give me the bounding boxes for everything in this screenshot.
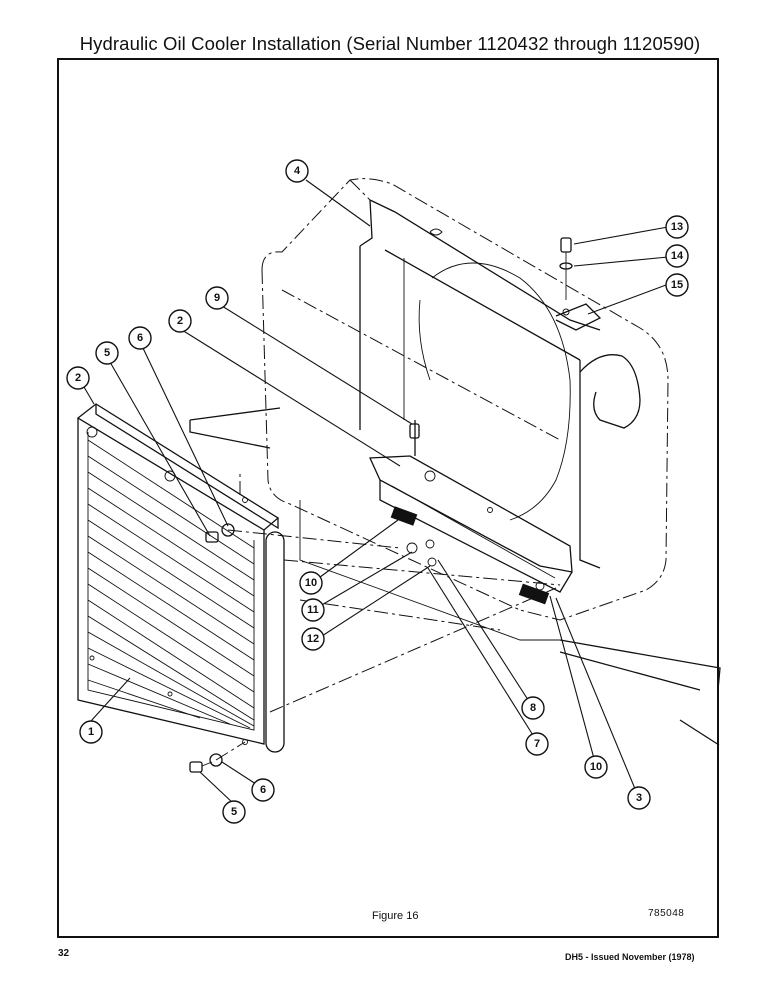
svg-text:10: 10	[590, 761, 602, 773]
svg-text:9: 9	[214, 292, 220, 304]
figure-caption: Figure 16	[372, 910, 419, 922]
issue-text: DH5 - Issued November (1978)	[565, 952, 695, 962]
callout-8: 8	[521, 696, 545, 720]
callout-10-left: 10	[299, 571, 323, 595]
callout-12: 12	[301, 627, 325, 651]
callout-7: 7	[525, 732, 549, 756]
svg-text:5: 5	[104, 347, 110, 359]
callout-15: 15	[665, 273, 689, 297]
mounting-bracket	[369, 420, 573, 605]
svg-text:6: 6	[260, 784, 266, 796]
oil-cooler-core	[76, 403, 285, 773]
svg-text:2: 2	[177, 315, 183, 327]
callout-5-lower: 5	[222, 800, 246, 824]
callout-2-left: 2	[66, 366, 90, 390]
drawing-number: 785048	[648, 908, 685, 919]
svg-text:10: 10	[305, 577, 317, 589]
callout-10-right: 10	[584, 755, 608, 779]
callout-6-lower: 6	[251, 778, 275, 802]
svg-text:15: 15	[671, 279, 683, 291]
callout-5-upper: 5	[95, 341, 119, 365]
base-plate	[189, 407, 721, 746]
callout-9: 9	[205, 286, 229, 310]
callout-leaders	[83, 179, 669, 805]
callout-11: 11	[301, 598, 325, 622]
page-number: 32	[58, 948, 70, 959]
svg-text:8: 8	[530, 702, 536, 714]
callout-6-upper: 6	[128, 326, 152, 350]
svg-text:1: 1	[88, 726, 94, 738]
alignment-lines	[215, 470, 561, 761]
svg-text:12: 12	[307, 633, 319, 645]
svg-text:7: 7	[534, 738, 540, 750]
top-clip	[555, 237, 602, 331]
page-title: Hydraulic Oil Cooler Installation (Seria…	[79, 33, 701, 54]
figure-frame	[57, 58, 719, 938]
callout-3: 3	[627, 786, 651, 810]
callout-2-center: 2	[168, 309, 192, 333]
svg-text:13: 13	[671, 221, 683, 233]
svg-text:4: 4	[294, 165, 301, 177]
svg-text:14: 14	[671, 250, 684, 262]
callout-4: 4	[285, 159, 309, 183]
svg-text:6: 6	[137, 332, 143, 344]
callout-13: 13	[665, 215, 689, 239]
svg-text:2: 2	[75, 372, 81, 384]
svg-text:11: 11	[307, 604, 319, 616]
fan-shroud	[261, 178, 669, 621]
svg-text:5: 5	[231, 806, 237, 818]
callout-14: 14	[665, 244, 689, 268]
callout-1: 1	[79, 720, 103, 744]
svg-text:3: 3	[636, 792, 642, 804]
